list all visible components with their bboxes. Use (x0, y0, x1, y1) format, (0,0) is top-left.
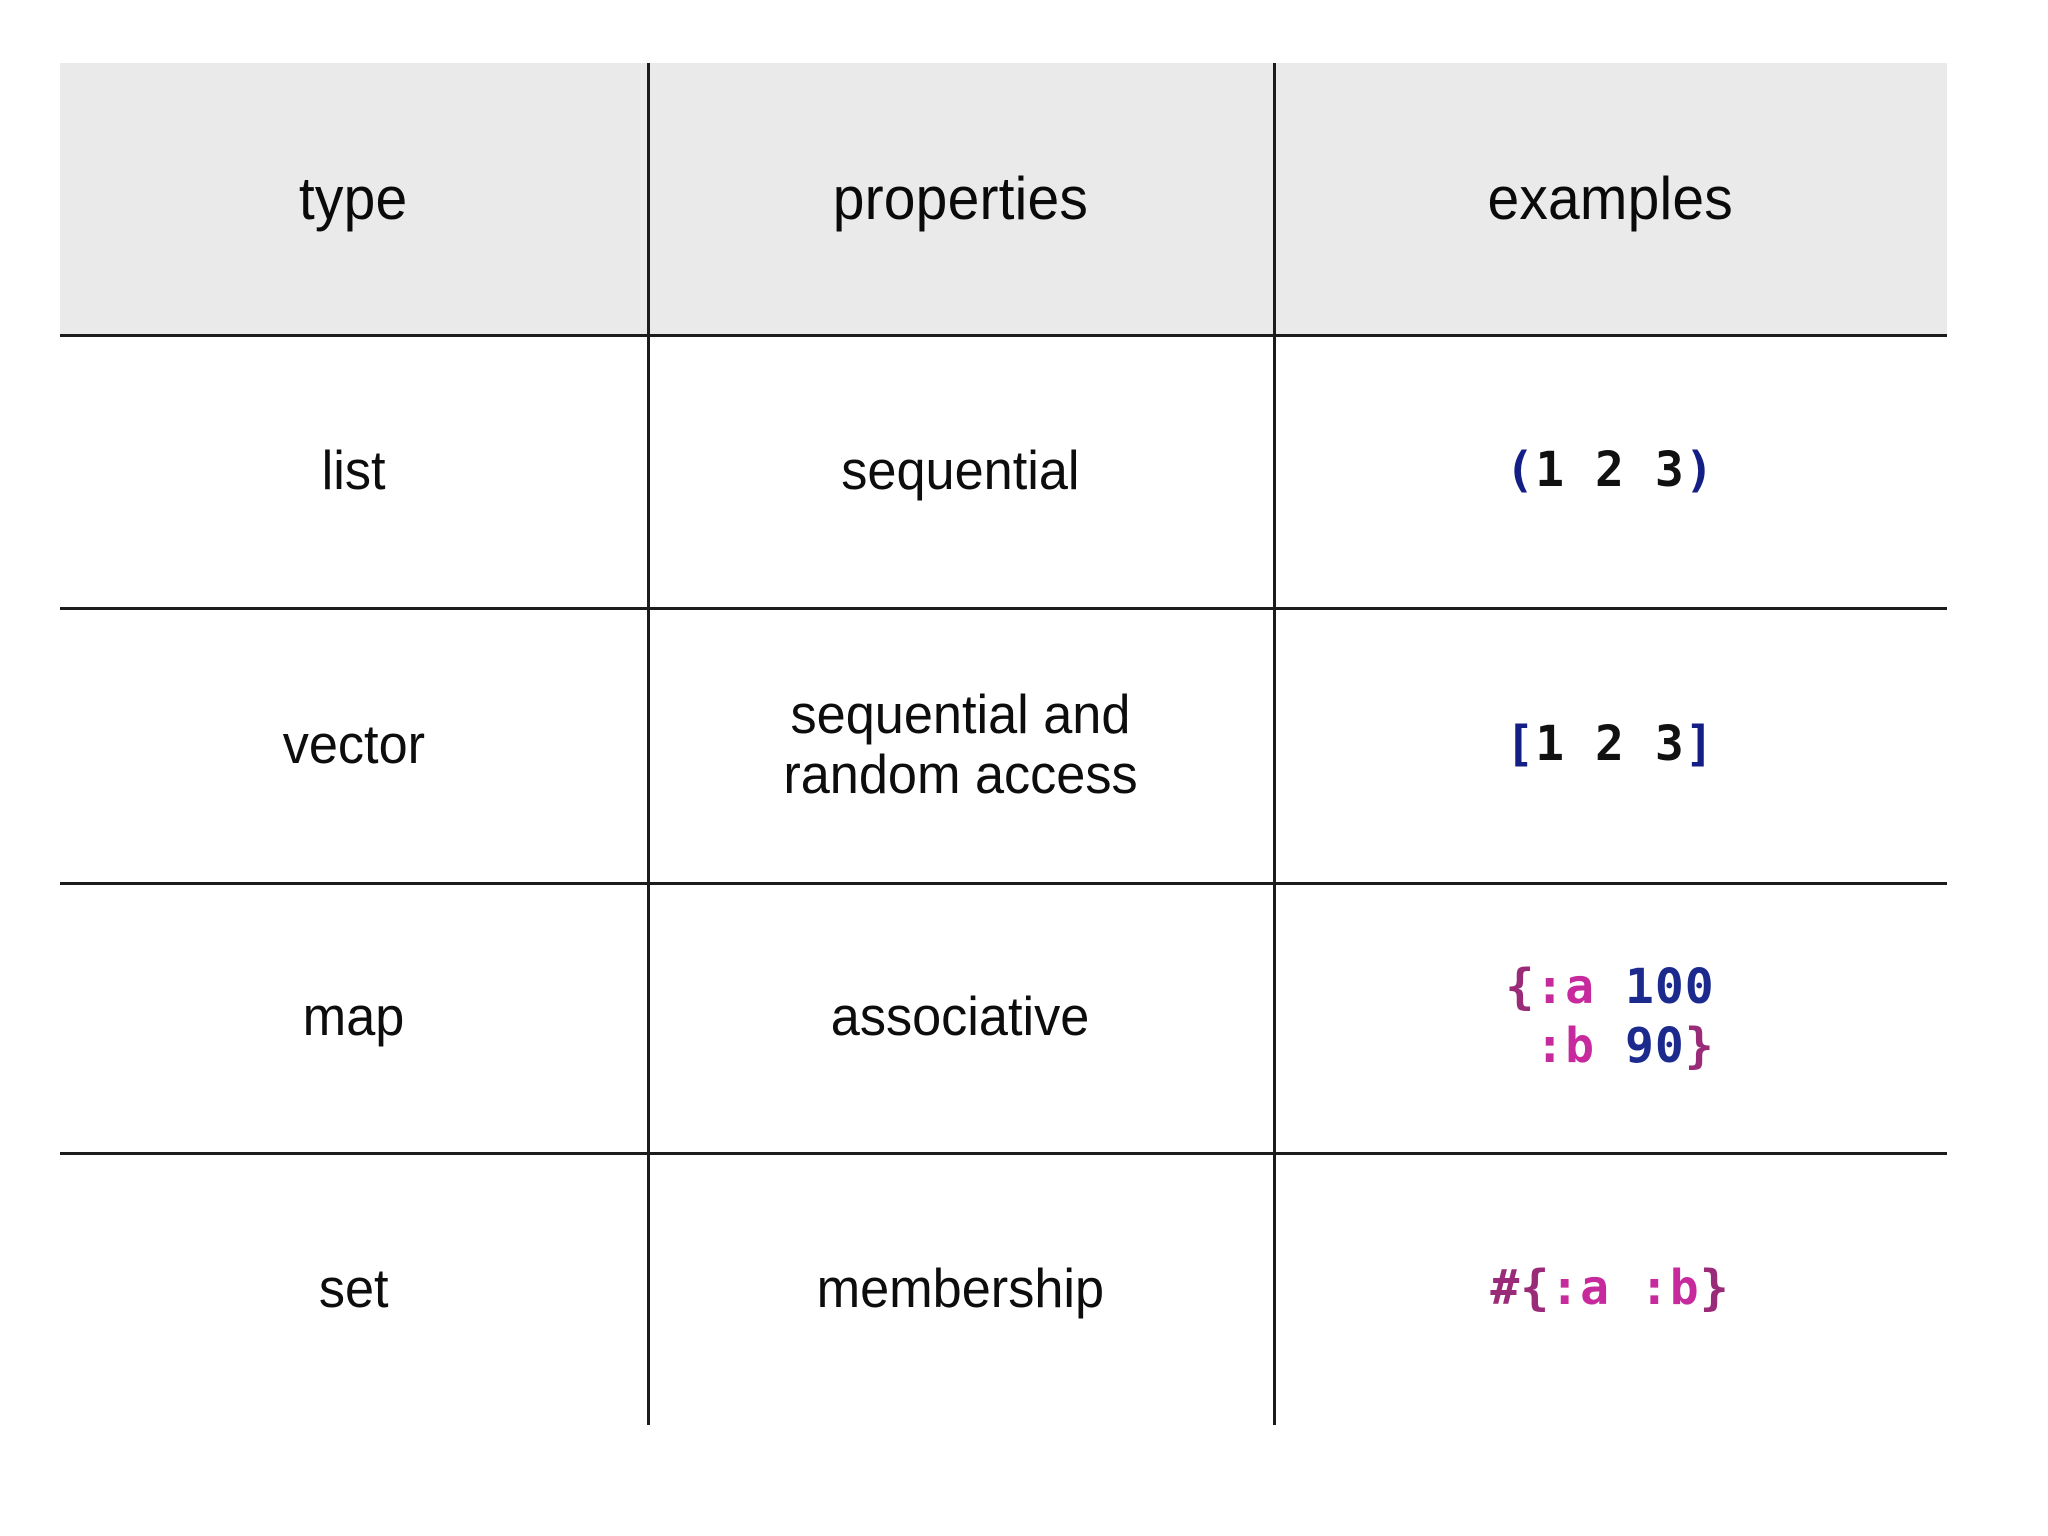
code-token: 1 (1535, 716, 1566, 773)
code-token: } (1699, 1260, 1730, 1317)
table-body: list sequential (1 2 3) vector sequentia… (60, 334, 1947, 1425)
code-token: 2 (1595, 442, 1625, 499)
cell-example: #{:a :b} (1273, 1152, 1947, 1425)
code-example-vector: [1 2 3] (1505, 715, 1714, 774)
cell-type-label: vector (282, 712, 425, 775)
code-example-set: #{:a :b} (1490, 1259, 1729, 1318)
code-token (1610, 1260, 1640, 1316)
table-row: list sequential (1 2 3) (60, 334, 1947, 607)
code-token: #{ (1490, 1260, 1551, 1317)
code-token (1565, 442, 1595, 498)
code-token: [ (1505, 716, 1536, 773)
cell-properties: sequential and random access (647, 607, 1273, 882)
cell-example: {:a 100 :b 90} (1273, 882, 1947, 1152)
cell-type: set (60, 1152, 647, 1425)
table-header-cell-examples: examples (1273, 63, 1947, 334)
code-token (1505, 1018, 1535, 1074)
code-token: 3 (1654, 716, 1685, 773)
code-token: 90 (1624, 1018, 1685, 1074)
cell-properties: sequential (647, 334, 1273, 607)
cell-type: list (60, 334, 647, 607)
code-token: ) (1684, 442, 1715, 499)
code-token: :a (1535, 959, 1596, 1016)
collection-types-table: type properties examples list sequential… (60, 63, 1947, 1425)
cell-properties: membership (647, 1152, 1273, 1425)
cell-properties: associative (647, 882, 1273, 1152)
cell-properties-label: membership (816, 1256, 1104, 1319)
code-token: 100 (1624, 959, 1715, 1016)
rule-vector-map (60, 882, 1947, 885)
cell-properties-line-1: sequential and (790, 683, 1130, 746)
rule-map-set (60, 1152, 1947, 1155)
code-example-map: {:a 100 :b 90} (1505, 958, 1714, 1075)
cell-properties-label: associative (830, 985, 1090, 1048)
table-header-cell-type: type (60, 63, 647, 334)
code-token (1565, 716, 1595, 772)
cell-type: vector (60, 607, 647, 882)
code-token (1595, 959, 1625, 1015)
cell-type-label: map (302, 985, 405, 1048)
code-token: 3 (1654, 442, 1685, 499)
code-token (1595, 1018, 1625, 1074)
code-token: { (1505, 959, 1536, 1016)
code-token: 2 (1595, 716, 1625, 773)
table-row: set membership #{:a :b} (60, 1152, 1947, 1425)
code-token (1625, 442, 1655, 498)
cell-type-label: set (318, 1256, 389, 1319)
cell-properties-label: sequential and random access (782, 683, 1138, 805)
cell-type-label: list (321, 438, 386, 501)
code-token: :b (1535, 1018, 1596, 1074)
code-token: :b (1639, 1260, 1700, 1317)
column-header-type: type (299, 164, 408, 232)
rule-column-type-properties (647, 63, 650, 1425)
code-token (1625, 716, 1655, 772)
code-token: :a (1550, 1260, 1610, 1317)
cell-properties-line-2: random access (782, 742, 1138, 805)
column-header-examples: examples (1487, 164, 1733, 232)
cell-type: map (60, 882, 647, 1152)
column-header-properties: properties (832, 164, 1088, 232)
table-row: map associative {:a 100 :b 90} (60, 882, 1947, 1152)
code-token: } (1684, 1018, 1715, 1074)
table-row: vector sequential and random access [1 2… (60, 607, 1947, 882)
code-example-list: (1 2 3) (1505, 441, 1714, 500)
rule-header-bottom (60, 334, 1947, 337)
code-token: ( (1505, 442, 1536, 499)
code-token: ] (1684, 716, 1715, 773)
table-header-cell-properties: properties (647, 63, 1273, 334)
cell-example: [1 2 3] (1273, 607, 1947, 882)
table-header-row: type properties examples (60, 63, 1947, 334)
rule-column-properties-examples (1273, 63, 1276, 1425)
rule-list-vector (60, 607, 1947, 610)
code-token: 1 (1535, 442, 1566, 499)
cell-properties-label: sequential (840, 438, 1080, 501)
cell-example: (1 2 3) (1273, 334, 1947, 607)
